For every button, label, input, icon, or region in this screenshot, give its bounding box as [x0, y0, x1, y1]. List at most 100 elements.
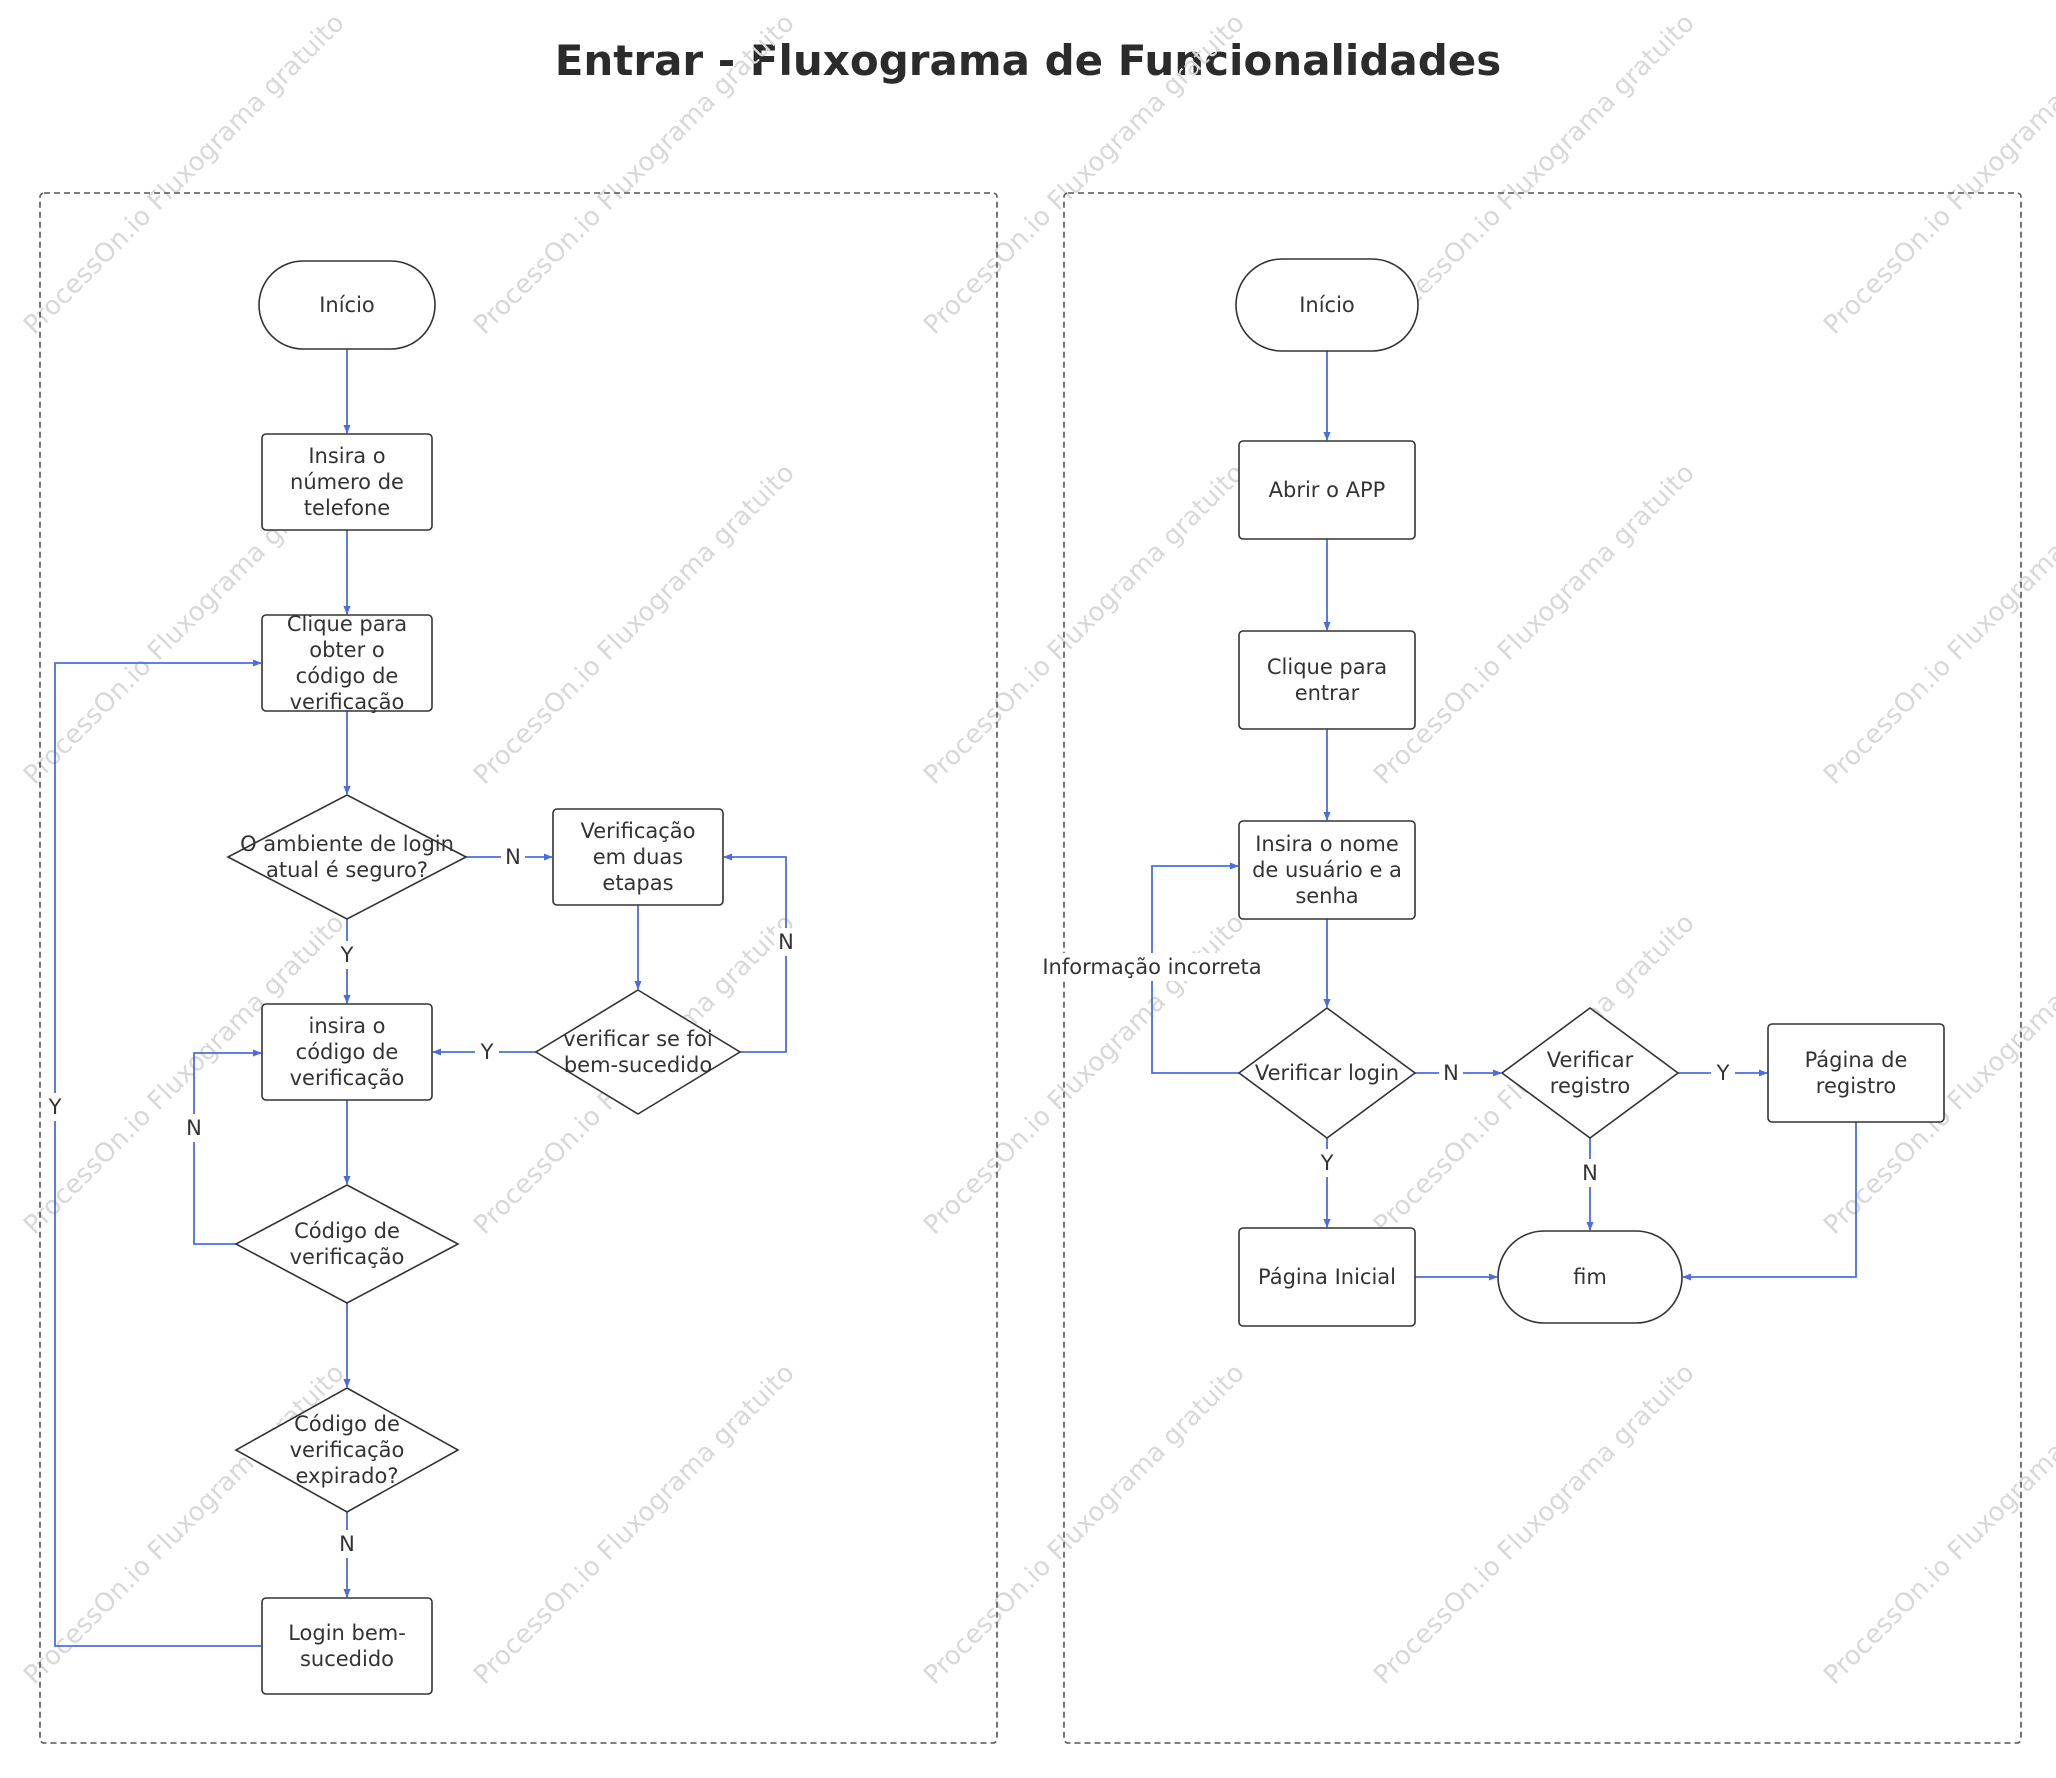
node-label-line: Clique para	[1267, 655, 1387, 679]
edge-r_reg-to-r_end: N	[1578, 1138, 1602, 1231]
node-label-line: em duas	[593, 845, 684, 869]
node-label-line: Início	[319, 293, 375, 317]
edge-label: N	[505, 845, 521, 869]
decision-shape	[226, 794, 468, 920]
node-label-line: Verificar login	[1255, 1061, 1399, 1085]
decision-shape	[1237, 1007, 1417, 1139]
watermark-text: ProcessOn.io Fluxograma gratuito	[468, 1358, 800, 1690]
edge-l_success-to-l_2step: N	[723, 853, 798, 1053]
edge-line	[54, 659, 262, 1647]
watermark-text: ProcessOn.io Fluxograma gratuito	[1368, 458, 1700, 790]
edge-r_regpage-to-r_end	[1682, 1122, 1857, 1281]
node-label-line: telefone	[304, 496, 390, 520]
edge-label: N	[778, 930, 794, 954]
edge-label-bg	[1439, 1059, 1463, 1087]
edge-r_reg-to-r_regpage: Y	[1678, 1059, 1768, 1087]
node-label-line: Clique para	[287, 612, 407, 636]
node-r_open[interactable]: Abrir o APP	[1238, 440, 1416, 540]
node-label-line: bem-sucedido	[564, 1053, 712, 1077]
node-label-line: verificação	[290, 1066, 405, 1090]
node-label-line: Verificar	[1547, 1048, 1634, 1072]
edge-label-bg	[335, 1530, 359, 1558]
node-label-line: sucedido	[300, 1647, 394, 1671]
decision-shape	[534, 989, 742, 1115]
edge-line	[1682, 1122, 1857, 1281]
right-swimlane-frame	[1063, 192, 2022, 1744]
edge-r_verify-to-r_home: Y	[1315, 1138, 1339, 1228]
edge-label: Y	[1320, 1151, 1334, 1175]
process-shape	[1238, 440, 1416, 540]
edge-label: N	[1443, 1061, 1459, 1085]
node-r_start[interactable]: Início	[1235, 258, 1419, 352]
edge-label-bg	[182, 1114, 206, 1142]
node-label-line: verificação	[290, 690, 405, 714]
node-label-line: Insira o nome	[1255, 832, 1399, 856]
node-label-line: número de	[290, 470, 404, 494]
node-label-line: de usuário e a	[1252, 858, 1402, 882]
node-label-line: Insira o	[308, 444, 385, 468]
node-label-line: Página Inicial	[1258, 1265, 1396, 1289]
node-label-line: código de	[296, 1040, 399, 1064]
watermark-text: ProcessOn.io Fluxograma gratuito	[918, 458, 1250, 790]
edge-r_verify-to-r_cred: Informação incorreta	[1032, 862, 1272, 1074]
edge-l_secure-to-l_entercode: Y	[335, 919, 359, 1004]
node-label-line: senha	[1295, 884, 1358, 908]
process-shape	[1238, 820, 1416, 920]
process-shape	[552, 808, 724, 906]
edge-l_expired-to-l_ok: N	[335, 1512, 359, 1598]
edge-label: Y	[480, 1040, 494, 1064]
edge-l_success-to-l_entercode: Y	[432, 1038, 536, 1066]
decision-shape	[234, 1184, 460, 1304]
node-label-line: O ambiente de login	[240, 832, 454, 856]
node-label-line: atual é seguro?	[266, 858, 428, 882]
watermark-text: ProcessOn.io Fluxograma gratuito	[468, 8, 800, 340]
process-shape	[1238, 630, 1416, 730]
node-r_verify[interactable]: Verificar login	[1237, 1007, 1417, 1139]
edge-label: N	[339, 1532, 355, 1556]
node-label-line: fim	[1573, 1265, 1607, 1289]
node-label-line: insira o	[309, 1014, 386, 1038]
edge-label: Y	[340, 943, 354, 967]
edge-label-bg	[501, 843, 525, 871]
node-label-line: entrar	[1295, 681, 1360, 705]
node-label-line: obter o	[309, 638, 385, 662]
edge-label-bg	[1711, 1059, 1735, 1087]
process-shape	[261, 614, 433, 712]
edge-l_ok-to-l_getcode: Y	[43, 659, 262, 1647]
watermark-text: ProcessOn.io Fluxograma gratuito	[918, 1358, 1250, 1690]
terminal-shape	[258, 260, 436, 350]
node-label-line: expirado?	[296, 1464, 399, 1488]
edge-r_verify-to-r_reg: N	[1415, 1059, 1502, 1087]
process-shape	[261, 1003, 433, 1101]
node-label-line: Código de	[294, 1412, 400, 1436]
watermark-text: ProcessOn.io Fluxograma gratuito	[468, 458, 800, 790]
node-l_start[interactable]: Início	[258, 260, 436, 350]
node-r_home[interactable]: Página Inicial	[1238, 1227, 1416, 1327]
edge-label-bg	[774, 928, 798, 956]
edge-label-bg	[43, 1093, 67, 1121]
node-r_end[interactable]: fim	[1497, 1230, 1683, 1324]
watermark-text: ProcessOn.io Fluxograma gratuito	[1818, 8, 2056, 340]
node-label-line: verificação	[290, 1245, 405, 1269]
node-l_ok[interactable]: Login bem-sucedido	[261, 1597, 433, 1695]
process-shape	[1767, 1023, 1945, 1123]
page-title: Entrar - Fluxograma de Funcionalidades	[554, 36, 1502, 85]
node-label-line: registro	[1816, 1074, 1896, 1098]
node-label-line: Abrir o APP	[1269, 478, 1386, 502]
terminal-shape	[1497, 1230, 1683, 1324]
edge-label: N	[186, 1116, 202, 1140]
